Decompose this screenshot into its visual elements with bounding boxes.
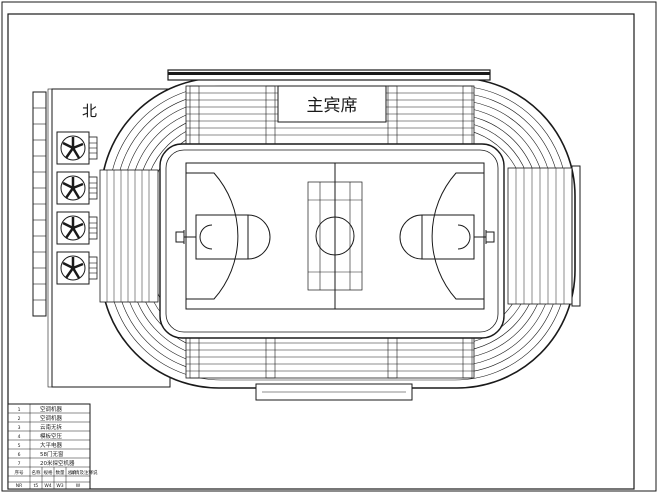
legend-no: 5 — [18, 443, 21, 449]
vip-stand-label: 主宾席 — [307, 96, 358, 116]
legend-code-cell: t5 — [34, 483, 39, 489]
legend-name: 20米探空机器 — [40, 459, 75, 467]
legend-name: 模板空压 — [40, 432, 63, 440]
legend-header-cell: 名称 — [32, 469, 41, 476]
right-end-stand — [507, 165, 581, 307]
legend-name: 空调机器 — [40, 414, 63, 422]
legend-code-cell: W3 — [56, 483, 63, 489]
ac-unit-fan-icon — [55, 210, 99, 246]
legend-name: 大平电器 — [40, 441, 63, 449]
inner-frame — [7, 13, 635, 490]
vip-box — [277, 85, 387, 123]
legend-header-cell: 数量 — [56, 469, 65, 476]
legend-table: 1 空调机器 2 空调机器 3 云南无拆 4 模板空压 5 大平电器 6 58门… — [7, 403, 98, 490]
left-end-stand — [99, 169, 159, 303]
legend-header-cell: 序号 — [15, 469, 24, 476]
louver-column — [32, 91, 47, 317]
legend-name: 云南无拆 — [40, 423, 63, 431]
bottom-stand-seating — [185, 335, 475, 379]
legend-header-cell: 详情及注释说 — [71, 469, 98, 476]
service-wall — [47, 88, 53, 388]
legend-name: 空调机器 — [40, 405, 63, 413]
legend-no: 2 — [18, 416, 21, 422]
arena-floor-inner — [165, 149, 499, 333]
arena-floor-outer — [159, 143, 505, 339]
ac-unit-fan-icon — [55, 130, 99, 166]
legend-no: 3 — [18, 425, 21, 431]
legend-no: 1 — [18, 407, 21, 413]
legend-code-cell: W — [76, 483, 81, 489]
legend-header-cell: 总价 — [68, 469, 77, 476]
legend-no: 6 — [18, 452, 21, 458]
legend-name: 58门无窗 — [40, 450, 64, 458]
basket-hoops — [175, 230, 495, 244]
top-stand-roof-edge — [168, 72, 490, 75]
legend-code-cell: W4 — [44, 483, 51, 489]
legend-code-cell: NR — [16, 483, 23, 489]
legend-no: 7 — [18, 461, 21, 467]
legend-no: 4 — [18, 434, 21, 440]
north-label: 北 — [82, 102, 97, 120]
legend-header-cell: 规格 — [44, 469, 53, 476]
ac-unit-fan-icon — [55, 170, 99, 206]
ac-unit-fan-icon — [55, 250, 99, 286]
